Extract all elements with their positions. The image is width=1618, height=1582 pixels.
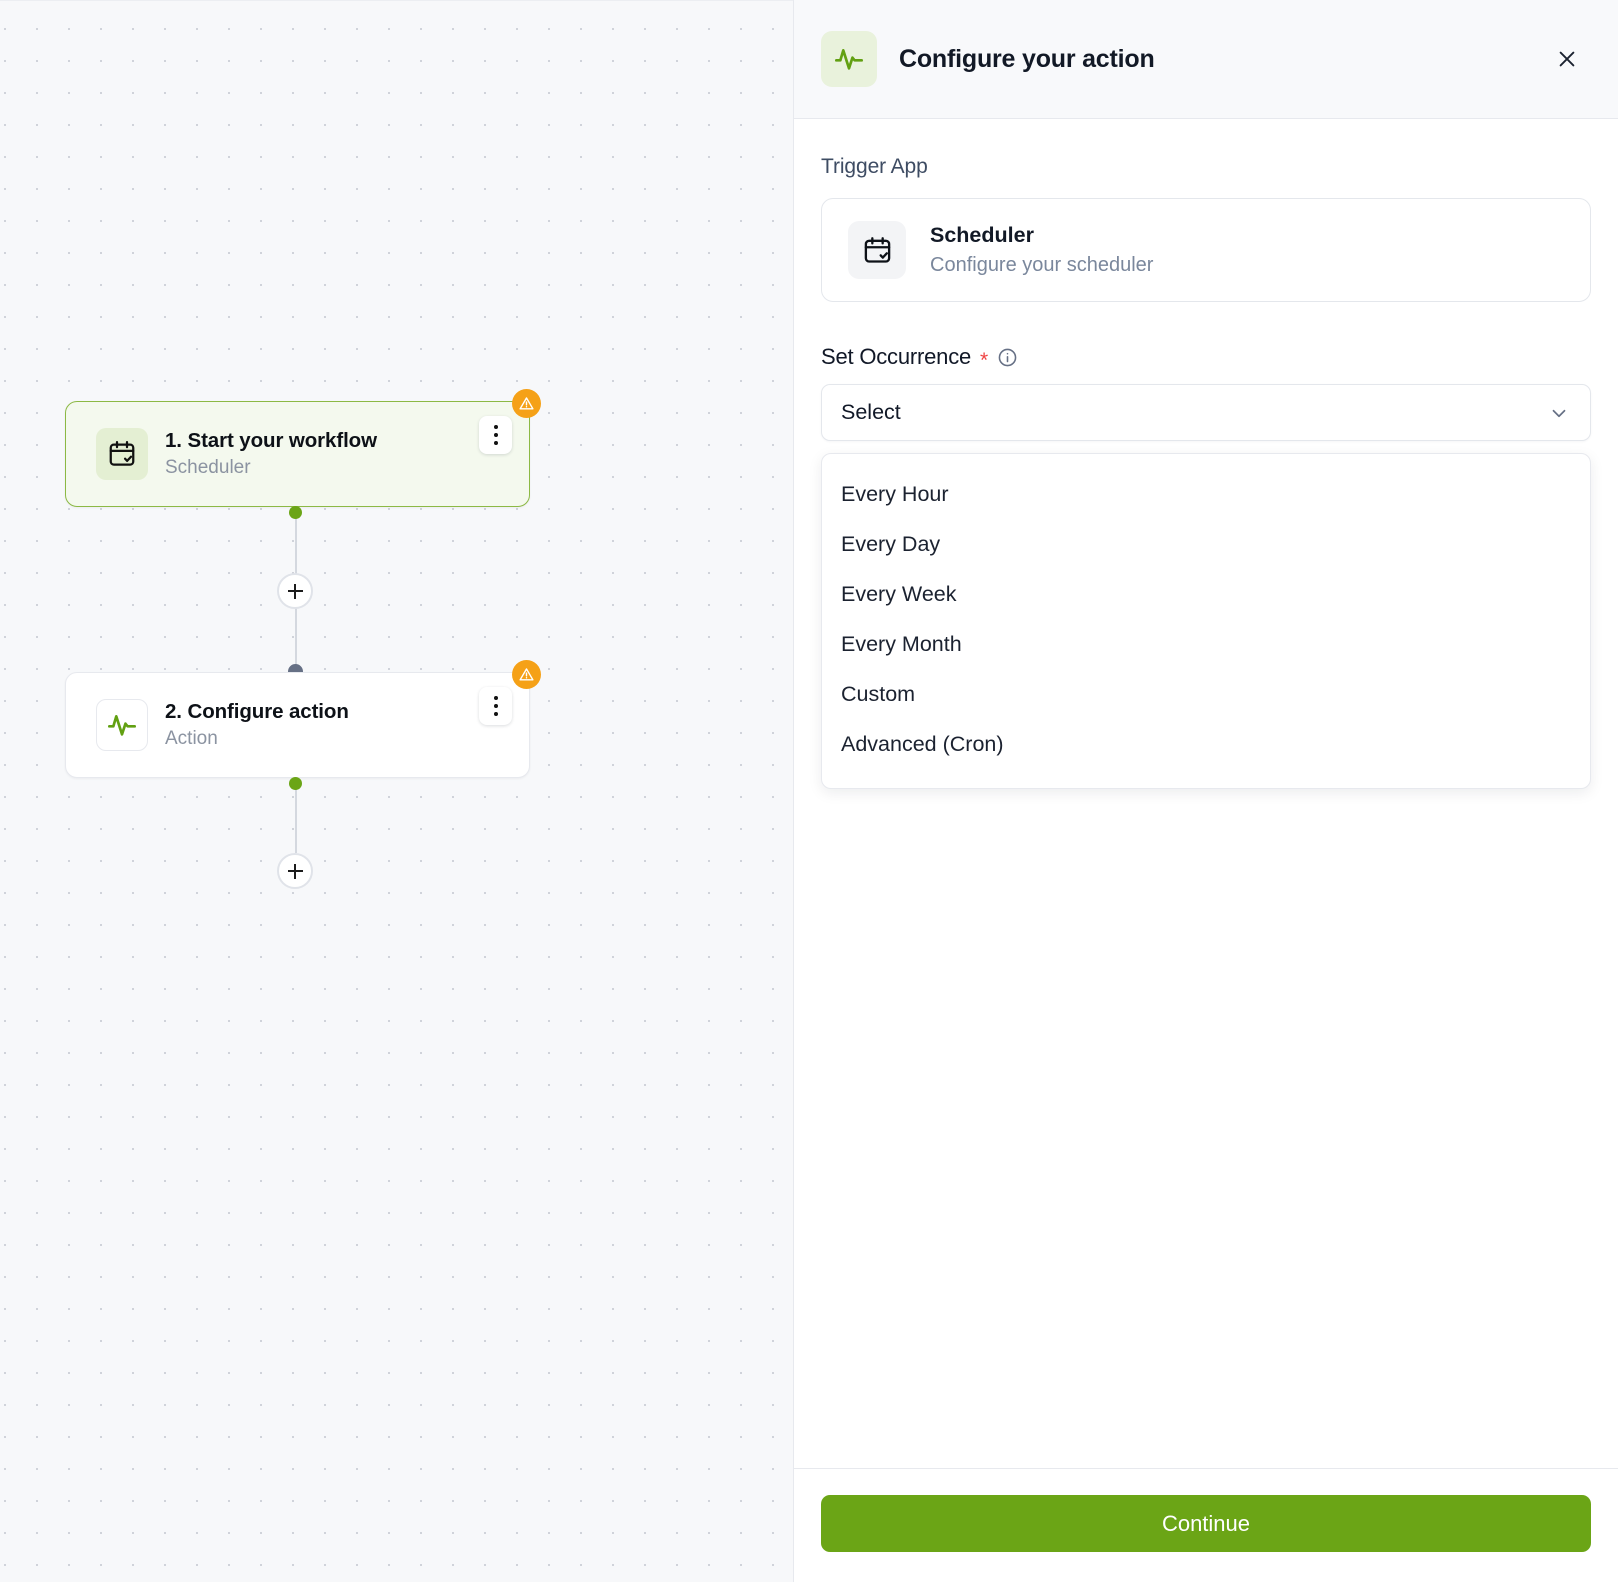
set-occurrence-label-row: Set Occurrence * [821, 344, 1591, 372]
node-warning-badge-trigger[interactable] [512, 389, 541, 418]
workflow-node-action[interactable]: 2. Configure action Action [65, 672, 530, 778]
set-occurrence-label: Set Occurrence [821, 344, 972, 369]
dot [493, 441, 498, 445]
dropdown-option-advanced-cron[interactable]: Advanced (Cron) [841, 731, 1004, 756]
panel-footer: Continue [794, 1468, 1618, 1582]
select-value: Select [841, 400, 901, 424]
dot [493, 704, 498, 708]
trigger-app-label: Trigger App [821, 155, 928, 178]
dropdown-option-every-hour[interactable]: Every Hour [841, 481, 949, 506]
panel-title: Configure your action [899, 44, 1155, 73]
dropdown-option-every-day[interactable]: Every Day [841, 531, 941, 556]
workflow-canvas[interactable]: 1. Start your workflow Scheduler [0, 0, 793, 1582]
workflow-node-trigger[interactable]: 1. Start your workflow Scheduler [65, 401, 530, 507]
activity-pulse-icon [821, 31, 877, 87]
continue-button[interactable]: Continue [821, 1495, 1591, 1552]
dot [493, 433, 498, 437]
dot [493, 425, 498, 429]
add-step-button-1[interactable] [277, 573, 313, 609]
trigger-output-handle[interactable] [289, 506, 302, 519]
dot [493, 696, 498, 700]
dropdown-option-every-week[interactable]: Every Week [841, 581, 957, 606]
edge-action-to-add [295, 783, 297, 853]
trigger-app-card[interactable]: Scheduler Configure your scheduler [821, 198, 1591, 302]
trigger-card-subtitle: Configure your scheduler [930, 253, 1154, 276]
node-text-group: 2. Configure action Action [165, 699, 349, 751]
set-occurrence-dropdown[interactable]: Every Hour Every Day Every Week Every Mo… [821, 453, 1591, 789]
dot [493, 712, 498, 716]
node-subtitle: Scheduler [165, 457, 251, 479]
node-subtitle: Action [165, 728, 218, 750]
activity-pulse-icon [96, 699, 148, 751]
panel-body: Trigger App Scheduler Configure your sch… [794, 119, 1618, 1468]
node-title: 1. Start your workflow [165, 428, 377, 452]
node-menu-button[interactable] [479, 416, 512, 454]
configure-action-panel: Configure your action Trigger App [793, 0, 1618, 1582]
node-title: 2. Configure action [165, 699, 349, 723]
add-step-button-2[interactable] [277, 853, 313, 889]
chevron-down-icon[interactable] [1548, 402, 1570, 424]
calendar-check-icon [848, 221, 906, 279]
set-occurrence-select[interactable]: Select [821, 384, 1591, 441]
info-circle-icon[interactable] [997, 347, 1018, 368]
dropdown-option-custom[interactable]: Custom [841, 681, 916, 706]
node-menu-button[interactable] [479, 687, 512, 725]
required-asterisk: * [980, 348, 989, 372]
action-output-handle[interactable] [289, 777, 302, 790]
trigger-card-text: Scheduler Configure your scheduler [930, 222, 1153, 278]
node-warning-badge-action[interactable] [512, 660, 541, 689]
dropdown-option-every-month[interactable]: Every Month [841, 631, 962, 656]
trigger-card-title: Scheduler [930, 223, 1034, 248]
action-input-handle[interactable] [288, 664, 303, 672]
close-icon[interactable] [1550, 42, 1584, 76]
panel-header: Configure your action [794, 0, 1618, 119]
calendar-check-icon [96, 428, 148, 480]
node-text-group: 1. Start your workflow Scheduler [165, 428, 377, 480]
